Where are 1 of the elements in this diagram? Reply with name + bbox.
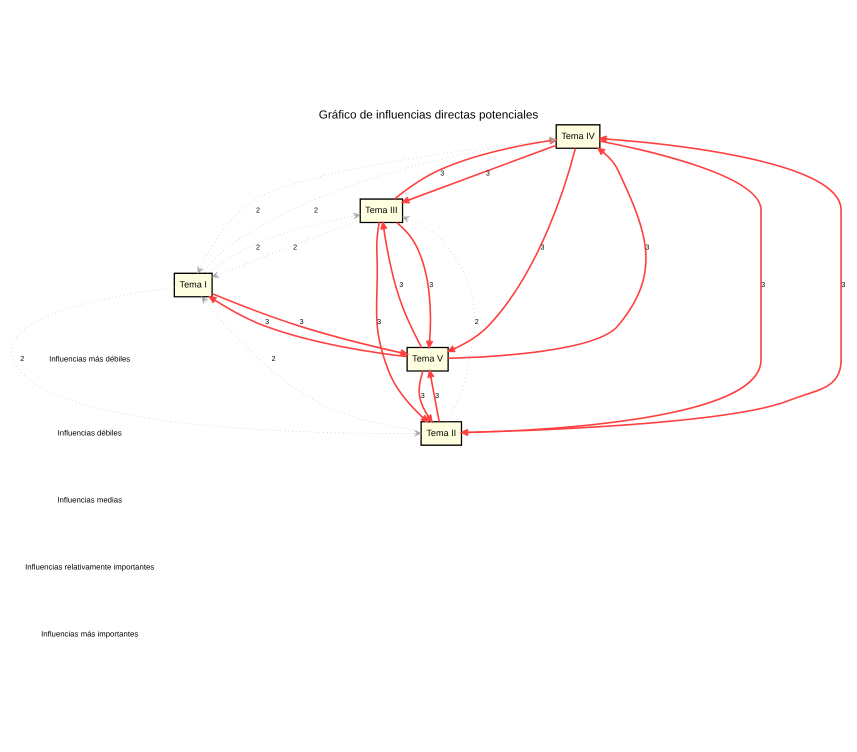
diagram-title: Gráfico de influencias directas potenciales [318,108,538,122]
